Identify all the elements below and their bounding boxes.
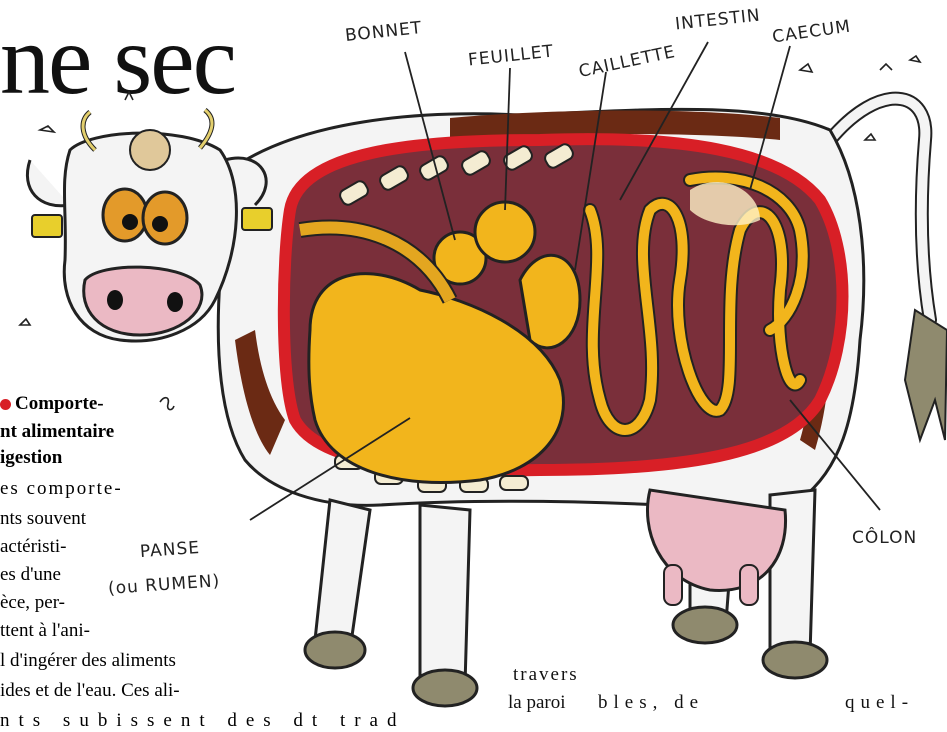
label-panse: PANSE	[139, 538, 200, 562]
right-column-line: la paroi	[508, 692, 566, 714]
article-heading: Comporte-	[0, 393, 104, 415]
body-line: l d'ingérer des aliments	[0, 650, 176, 672]
feuillet	[475, 202, 535, 262]
bullet-icon	[0, 399, 11, 410]
right-column-line: travers	[513, 664, 579, 686]
body-line: actéristi-	[0, 536, 66, 558]
front-leg-left	[315, 500, 370, 650]
tail-tuft	[905, 310, 947, 440]
label-colon: CÔLON	[852, 528, 917, 548]
heading-line: igestion	[0, 447, 62, 469]
body-line: es comporte-	[0, 478, 123, 500]
front-leg-right	[420, 505, 470, 685]
hoof	[305, 632, 365, 668]
body-line: èce, per-	[0, 592, 65, 614]
right-column-line: quel-	[845, 692, 914, 714]
hoof	[763, 642, 827, 678]
body-line: es d'une	[0, 564, 61, 586]
body-line: ides et de l'eau. Ces ali-	[0, 680, 180, 702]
heading-line: Comporte-	[15, 393, 104, 414]
heading-line: nt alimentaire	[0, 421, 114, 443]
right-column-line: bles, de	[598, 692, 704, 714]
hoof	[673, 607, 737, 643]
hoof	[413, 670, 477, 706]
body-line: nts souvent	[0, 508, 86, 530]
body-line: ttent à l'ani-	[0, 620, 90, 642]
caillette	[520, 255, 580, 348]
